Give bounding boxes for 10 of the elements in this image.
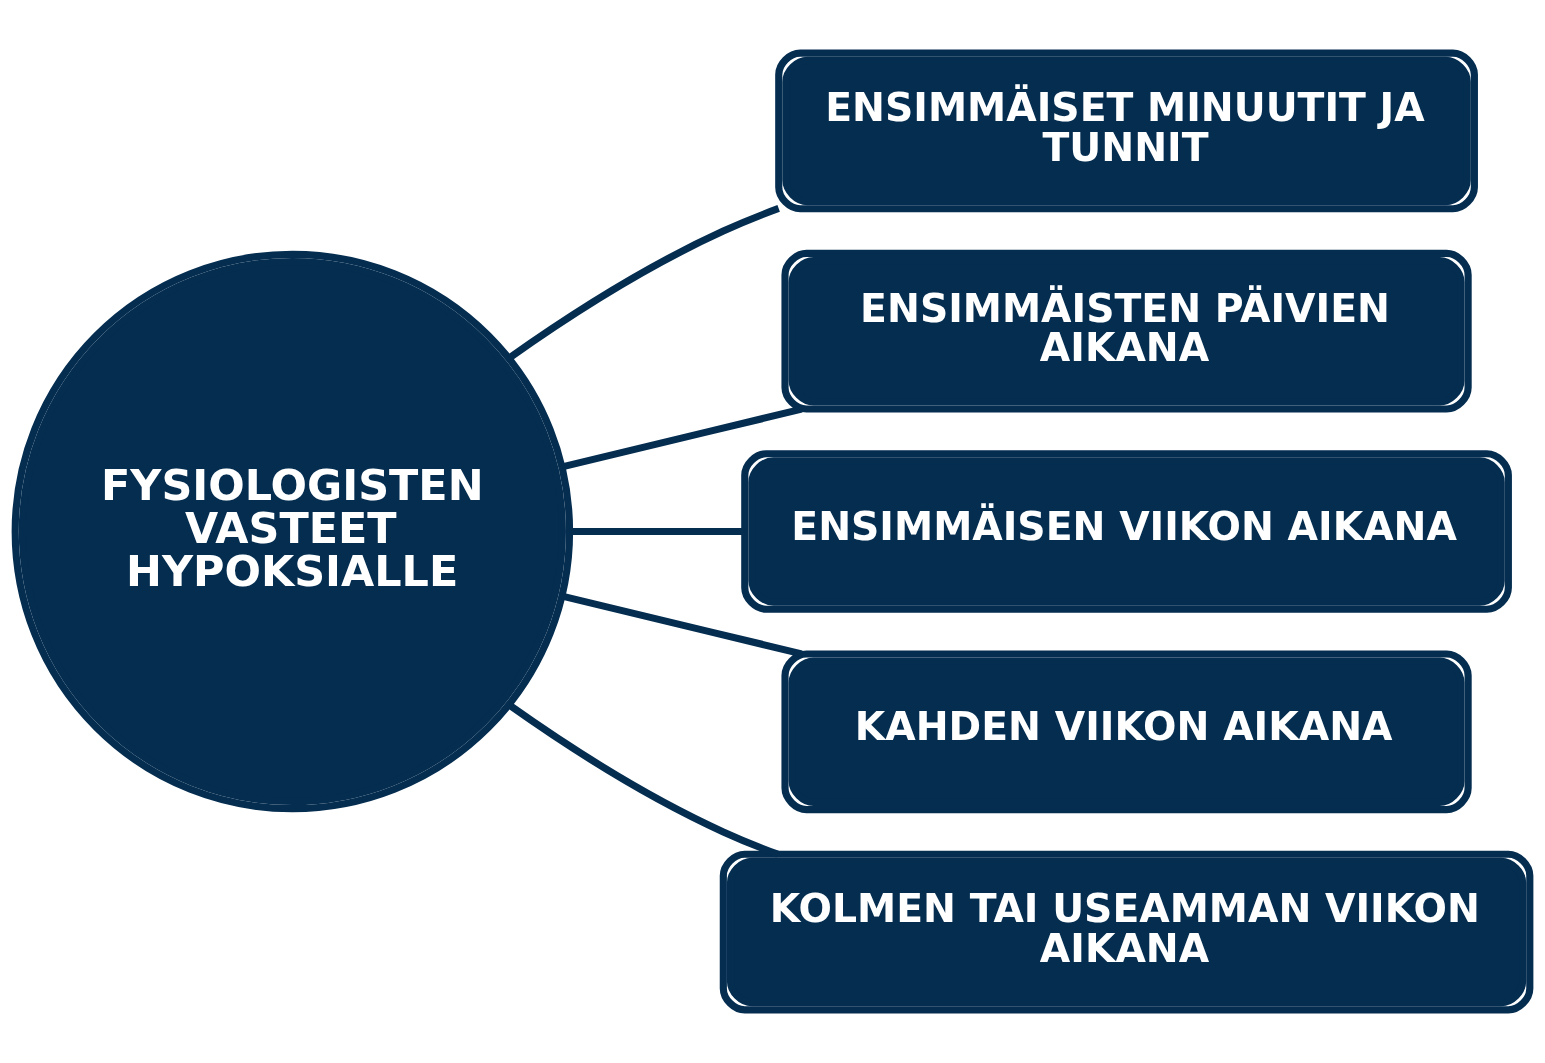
connector bbox=[561, 592, 803, 658]
node-box: KOLMEN TAI USEAMMAN VIIKON AIKANA bbox=[719, 850, 1534, 1014]
connector bbox=[507, 702, 779, 858]
node-box: ENSIMMÄISET MINUUTIT JA TUNNIT bbox=[775, 49, 1478, 213]
node-box: KAHDEN VIIKON AIKANA bbox=[781, 650, 1472, 814]
connector bbox=[507, 205, 780, 361]
node-box: ENSIMMÄISEN VIIKON AIKANA bbox=[741, 450, 1512, 613]
node-box: ENSIMMÄISTEN PÄIVIEN AIKANA bbox=[781, 249, 1472, 413]
connector bbox=[561, 405, 803, 471]
node-circle: FYSIOLOGISTEN VASTEET HYPOKSIALLE bbox=[11, 250, 574, 813]
